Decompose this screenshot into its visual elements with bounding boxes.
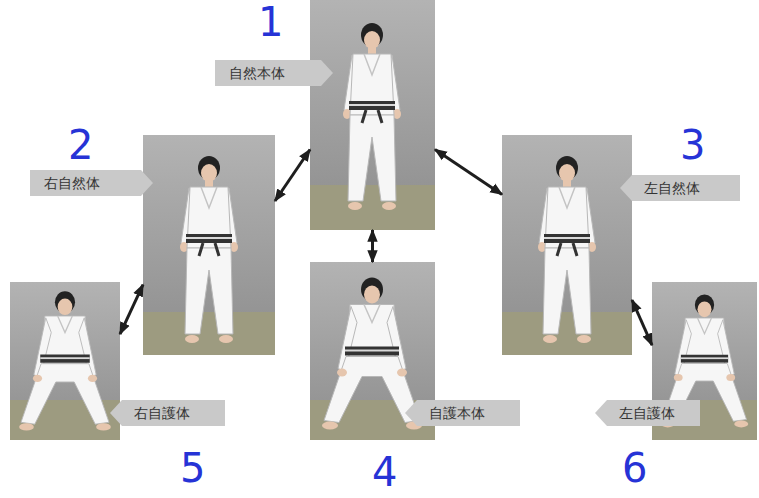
photo	[10, 282, 120, 440]
photo-box: 自護本体	[310, 262, 435, 440]
stance-name: 右自護体	[134, 400, 211, 426]
stance-name: 左自然体	[644, 175, 726, 201]
callout-number: 6	[622, 448, 647, 488]
photo	[502, 135, 632, 355]
photo	[310, 0, 435, 230]
double-arrow	[120, 285, 143, 335]
label-tag: 自然本体	[215, 60, 333, 86]
stance-name: 右自然体	[44, 170, 129, 196]
double-arrow	[632, 300, 652, 345]
photo-box: 自然本体	[310, 0, 435, 230]
label-tag: 右自護体	[110, 400, 225, 426]
double-arrow	[275, 150, 310, 202]
label-tag: 右自然体	[30, 170, 153, 196]
double-arrow	[435, 150, 502, 195]
label-tag: 左自護体	[595, 400, 700, 426]
photo	[143, 135, 275, 355]
callout-number: 4	[372, 452, 397, 492]
callout-number: 2	[68, 125, 93, 165]
stance-name: 自然本体	[229, 60, 309, 86]
stance-name: 自護本体	[429, 400, 506, 426]
double-arrow	[371, 230, 374, 262]
label-tag: 左自然体	[620, 175, 740, 201]
photo-box: 右自然体	[143, 135, 275, 355]
callout-number: 5	[180, 448, 205, 488]
photo-box: 右自護体	[10, 282, 120, 440]
photo-box: 左自護体	[652, 282, 757, 440]
callout-number: 1	[258, 2, 283, 42]
stance-name: 左自護体	[619, 400, 686, 426]
label-tag: 自護本体	[405, 400, 520, 426]
callout-number: 3	[680, 125, 705, 165]
photo-box: 左自然体	[502, 135, 632, 355]
